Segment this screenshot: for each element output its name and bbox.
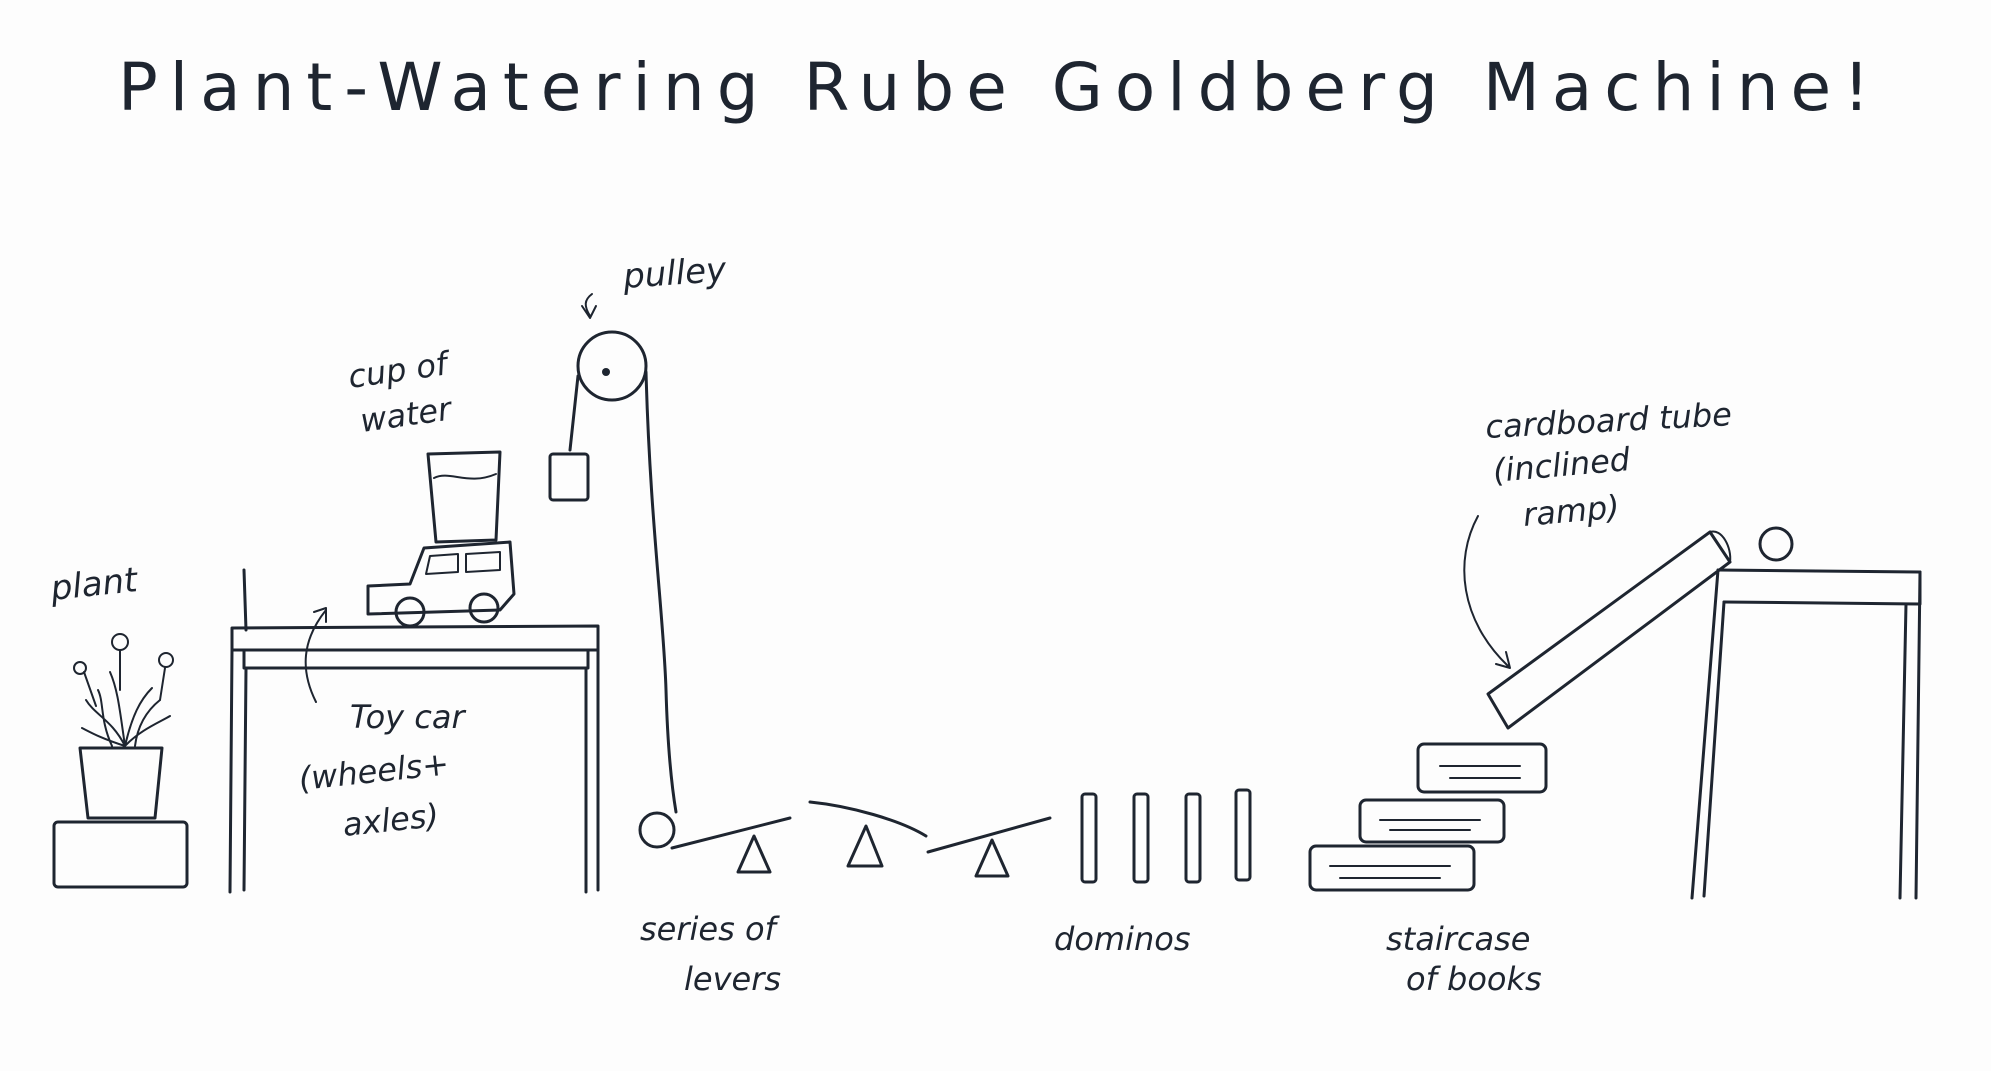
label-toycar-line2: (wheels+ xyxy=(297,744,451,798)
label-pulley: pulley xyxy=(621,250,728,297)
dominos: dominos xyxy=(1054,788,1252,958)
label-staircase-line2: of books xyxy=(1406,960,1542,998)
table-apron xyxy=(242,648,590,670)
label-cup-line2: water xyxy=(358,389,455,440)
domino xyxy=(1184,792,1202,884)
pulley-axle xyxy=(602,368,610,376)
label-levers-line1: series of xyxy=(640,910,781,948)
domino xyxy=(1080,792,1098,884)
pulley: pulley xyxy=(548,250,728,849)
plant-pot xyxy=(78,746,164,820)
book-top xyxy=(1416,742,1548,794)
domino xyxy=(1234,788,1252,882)
lever-3-bar xyxy=(926,816,1052,854)
flower-icon xyxy=(158,652,174,668)
lever-2-bar xyxy=(808,800,928,838)
pulley-weight xyxy=(548,452,590,502)
page-title: Plant-Watering Rube Goldberg Machine! xyxy=(118,49,1882,126)
cardboard-tube-ramp: cardboard tube (inclined ramp) xyxy=(1463,395,1794,730)
toy-car-arrow xyxy=(304,607,327,703)
label-cup-line1: cup of xyxy=(346,344,454,396)
table-post xyxy=(242,568,248,632)
table-leg-left xyxy=(228,648,248,894)
lever-1-bar xyxy=(670,816,792,850)
series-of-levers: series of levers xyxy=(640,800,1052,998)
table-top xyxy=(230,624,600,652)
pulley-rope-left xyxy=(568,374,580,452)
table-leg-right xyxy=(584,648,600,894)
table-left xyxy=(228,568,600,894)
staircase-of-books: staircase of books xyxy=(1308,742,1548,998)
label-dominos: dominos xyxy=(1054,920,1190,958)
pulley-arrow xyxy=(581,293,597,319)
right-table-leg-right xyxy=(1898,570,1922,900)
label-toycar-line1: Toy car xyxy=(350,698,466,736)
lever-1-fulcrum xyxy=(736,834,772,874)
right-table-leg-left xyxy=(1690,568,1726,900)
table-right xyxy=(1690,568,1922,900)
car-windows xyxy=(425,551,501,575)
label-tube-line3: ramp) xyxy=(1521,488,1621,534)
pulley-rope-right xyxy=(644,370,678,814)
car-body xyxy=(366,540,516,616)
toy-car xyxy=(366,540,516,628)
cup-outline xyxy=(426,450,502,544)
tube-opening xyxy=(1709,530,1732,563)
plant-stems xyxy=(83,649,166,707)
right-table-top xyxy=(1716,568,1922,606)
cup-of-water: cup of water xyxy=(346,344,502,544)
car-wheel-front xyxy=(394,596,426,628)
lever-2-fulcrum xyxy=(846,824,884,868)
label-levers-line2: levers xyxy=(684,960,781,998)
plant-illustration: plant xyxy=(48,560,189,889)
flower-icon xyxy=(73,661,87,675)
label-staircase-line1: staircase xyxy=(1386,920,1530,958)
book-page-lines xyxy=(1329,765,1521,879)
book-middle xyxy=(1358,798,1506,844)
marble-ball xyxy=(1758,526,1794,562)
pulley-ball xyxy=(638,811,676,849)
tube-body xyxy=(1486,530,1732,730)
car-wheel-rear xyxy=(468,592,500,624)
label-tube-line2: (inclined xyxy=(1491,440,1632,490)
plant-leaves xyxy=(81,671,171,747)
tube-arrow xyxy=(1463,515,1511,669)
plant-base-block xyxy=(52,820,189,889)
water-line xyxy=(433,473,497,480)
lever-3-fulcrum xyxy=(974,838,1010,878)
domino xyxy=(1132,792,1150,884)
label-tube-line1: cardboard tube xyxy=(1484,395,1732,446)
flower-icon xyxy=(111,633,129,651)
pulley-wheel xyxy=(576,330,648,402)
label-toycar-line3: axles) xyxy=(341,796,441,844)
book-bottom xyxy=(1308,844,1476,892)
label-plant: plant xyxy=(48,560,141,609)
